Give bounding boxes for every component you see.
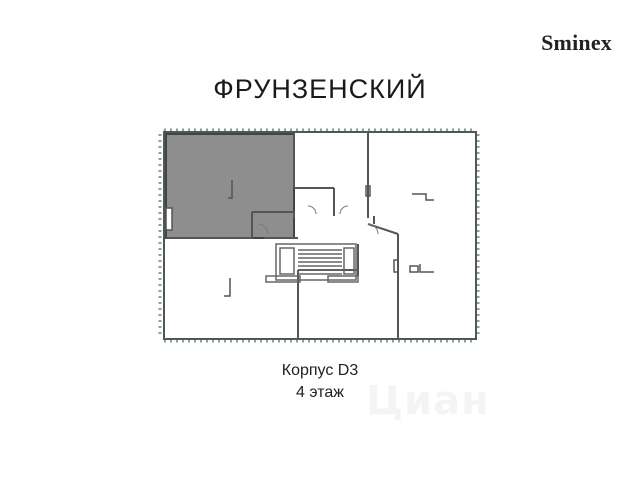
- page-title: ФРУНЗЕНСКИЙ: [213, 74, 427, 104]
- window-strips: [158, 128, 480, 343]
- brand-logo: Sminex: [541, 30, 612, 55]
- watermark: Циан: [366, 378, 490, 424]
- building-label: Корпус D3: [281, 362, 359, 379]
- floor-plan: [158, 128, 480, 343]
- outer-wall: [163, 131, 477, 340]
- selected-unit[interactable]: [165, 133, 295, 239]
- core: [265, 243, 359, 283]
- fixtures: [165, 180, 434, 297]
- door-swings: [257, 205, 379, 235]
- floor-label: 4 этаж: [296, 384, 344, 401]
